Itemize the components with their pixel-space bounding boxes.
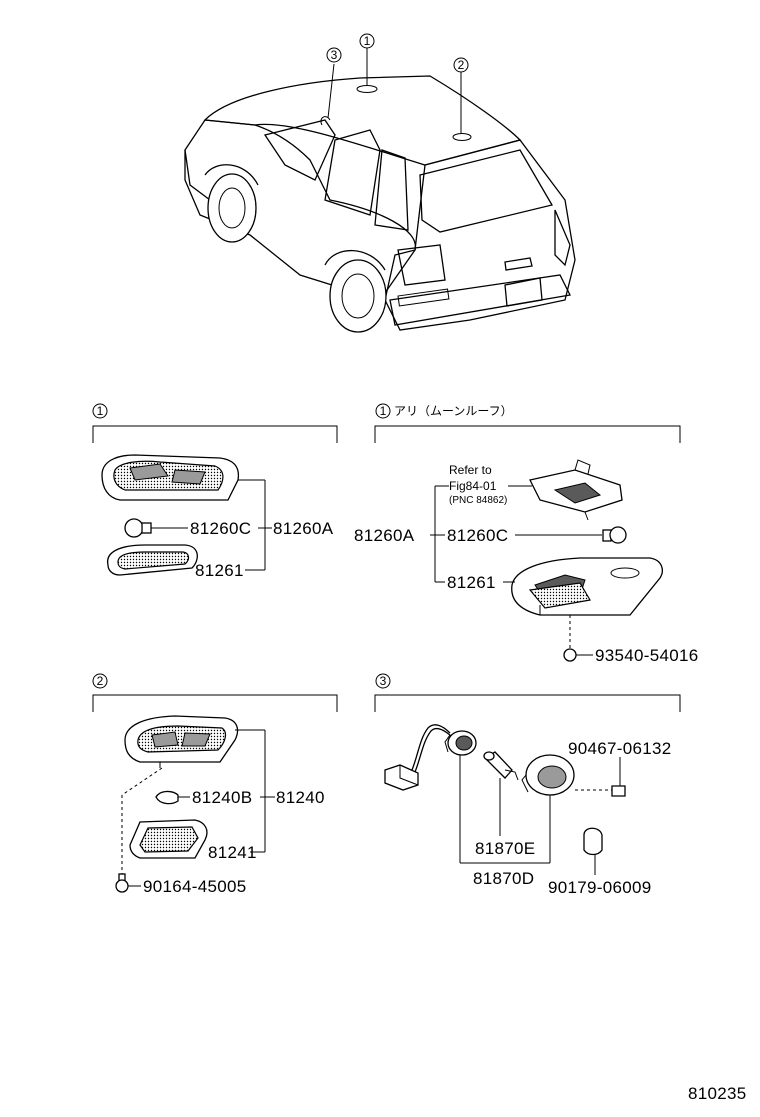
section-3: 3	[374, 673, 681, 897]
part-81260c: 81260C	[190, 519, 251, 538]
part-81241: 81241	[208, 843, 257, 862]
lamp-socket	[444, 730, 477, 756]
bulb-81240b	[155, 790, 190, 805]
section-1b-label: アリ（ムーンルーフ）	[394, 404, 513, 418]
section-2-marker: 2	[97, 674, 104, 688]
wire-harness-connector	[384, 724, 452, 791]
refer-pnc: (PNC 84862)	[449, 495, 507, 506]
refer-to-text: Refer to	[449, 463, 492, 477]
moonroof-switch-bracket	[529, 459, 623, 521]
part-81260c-moonroof: 81260C	[447, 526, 508, 545]
section-3-marker: 3	[380, 674, 387, 688]
callout-2: 2	[458, 58, 465, 72]
section-2: 2 8124	[92, 673, 338, 896]
part-81240: 81240	[276, 788, 325, 807]
section-1b-marker: 1	[380, 404, 387, 418]
callout-3: 3	[331, 48, 338, 62]
part-81260a-moonroof: 81260A	[354, 526, 415, 545]
clip-90179	[583, 827, 603, 875]
lamp-ring	[521, 754, 575, 796]
part-81261-moonroof: 81261	[447, 573, 496, 592]
part-81870d: 81870D	[473, 869, 534, 888]
refer-figure: Fig84-01	[449, 479, 497, 493]
figure-number: 810235	[688, 1084, 747, 1103]
bulb-81260c	[124, 518, 188, 538]
part-81260a: 81260A	[273, 519, 334, 538]
dome-lamp-housing	[101, 454, 240, 501]
section-1-marker: 1	[97, 404, 104, 418]
bulb-81870e	[483, 751, 519, 781]
lens-81261	[107, 544, 198, 576]
part-90179-06009: 90179-06009	[548, 878, 652, 897]
bulb-81260c-moonroof	[602, 526, 627, 544]
part-81240b: 81240B	[192, 788, 252, 807]
part-90164-45005: 90164-45005	[143, 877, 247, 896]
screw-90467	[575, 757, 626, 797]
part-90467-06132: 90467-06132	[568, 739, 672, 758]
callout-1: 1	[364, 34, 371, 48]
moonroof-lamp-housing	[511, 557, 663, 616]
part-93540-54016: 93540-54016	[595, 646, 699, 665]
part-81261: 81261	[195, 561, 244, 580]
vehicle-illustration: 3 1 2	[184, 33, 576, 333]
screw-90164	[115, 873, 141, 893]
cargo-lamp-housing	[124, 715, 239, 768]
section-1: 1 81260C 81260A 81261	[92, 403, 338, 580]
lens-81241	[129, 819, 208, 859]
part-81870e: 81870E	[475, 839, 535, 858]
section-1-moonroof: 1 アリ（ムーンルーフ） Refer to Fig84-01 (PNC 8486…	[354, 403, 699, 665]
